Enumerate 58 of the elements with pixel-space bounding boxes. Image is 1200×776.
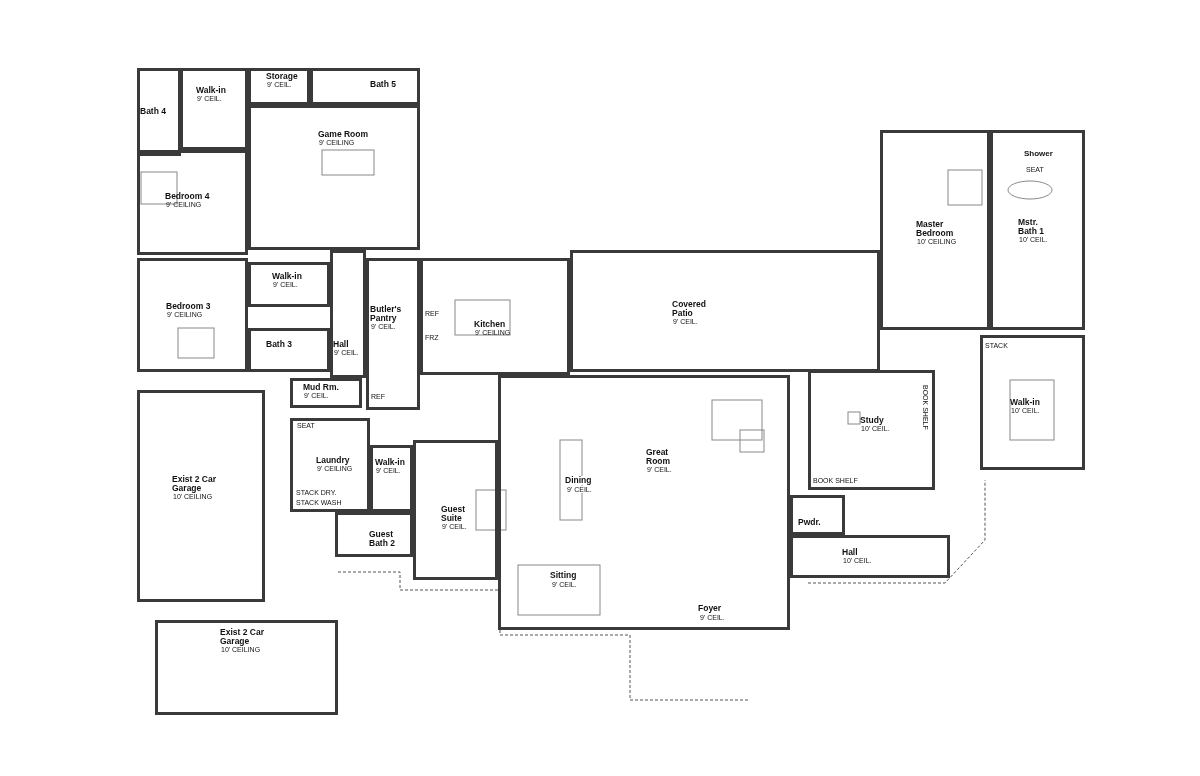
- room-name: Covered Patio: [672, 300, 707, 318]
- room-outline: [790, 495, 845, 535]
- room-name: Exist 2 Car Garage: [172, 475, 217, 493]
- room-outline: [980, 335, 1085, 470]
- room-outline: [570, 250, 880, 372]
- room-name: Hall: [333, 340, 350, 349]
- room-outline: [137, 258, 248, 372]
- room-name: Game Room: [318, 130, 369, 139]
- room-outline: [248, 68, 310, 105]
- room-outline: [290, 418, 370, 512]
- room-name: Butler's Pantry: [370, 305, 403, 323]
- room-outline: [248, 262, 330, 307]
- room-outline: [498, 375, 790, 630]
- room-name: Bath 4: [140, 107, 166, 116]
- room-name: Foyer: [698, 604, 722, 613]
- room-name: Master Bedroom: [916, 220, 955, 238]
- room-name: Exist 2 Car Garage: [220, 628, 265, 646]
- room-outline: [880, 130, 990, 330]
- room-name: Walk-in: [1010, 398, 1040, 407]
- room-outline: [990, 130, 1085, 330]
- room-outline: [420, 258, 570, 375]
- room-name: Great Room: [646, 448, 672, 466]
- room-name: Bedroom 3: [166, 302, 211, 311]
- room-outline: [335, 512, 413, 557]
- room-name: Shower: [1024, 150, 1053, 158]
- room-outline: [248, 105, 420, 250]
- room-outline: [137, 68, 181, 156]
- room-outline: [366, 258, 420, 410]
- room-name: Guest Bath 2: [369, 530, 395, 548]
- room-name: Storage: [266, 72, 298, 81]
- room-outline: [137, 150, 248, 255]
- room-outline: [248, 328, 330, 372]
- room-outline: [310, 68, 420, 105]
- room-outline: [180, 68, 248, 150]
- room-outline: [137, 390, 265, 602]
- room-name: Laundry: [316, 456, 351, 465]
- room-name: Walk-in: [196, 86, 226, 95]
- room-outline: [290, 378, 362, 408]
- room-name: Walk-in: [272, 272, 302, 281]
- room-name: Bedroom 4: [165, 192, 210, 201]
- room-name: Pwdr.: [798, 518, 821, 527]
- room-outline: [155, 620, 338, 715]
- room-name: Mud Rm.: [303, 383, 339, 392]
- room-name: Dining: [565, 476, 592, 485]
- room-name: Mstr. Bath 1: [1018, 218, 1045, 236]
- room-name: Study: [860, 416, 885, 425]
- room-name: Walk-in: [375, 458, 405, 467]
- room-name: Guest Suite: [441, 505, 467, 523]
- room-outline: [330, 250, 366, 378]
- room-outline: [413, 440, 498, 580]
- room-name: Bath 3: [266, 340, 292, 349]
- room-name: Kitchen: [474, 320, 507, 329]
- room-outline: [370, 445, 413, 512]
- room-outline: [790, 535, 950, 578]
- room-name: Sitting: [550, 571, 577, 580]
- room-outline: [808, 370, 935, 490]
- room-name: Hall: [842, 548, 859, 557]
- room-name: Bath 5: [370, 80, 396, 89]
